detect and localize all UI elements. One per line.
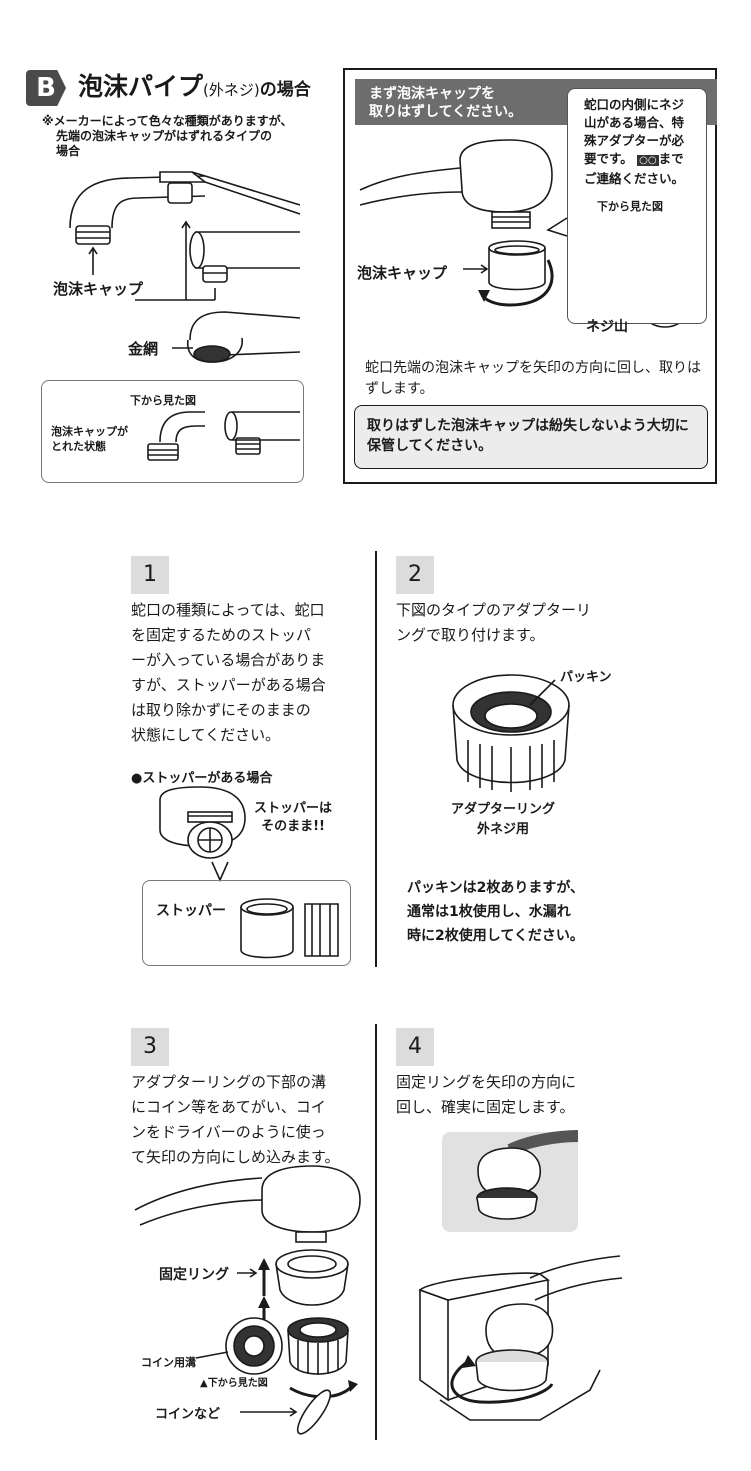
- panel-header-line: まず泡沫キャップを: [369, 86, 495, 102]
- stopper-subhead: ●ストッパーがある場合: [131, 771, 273, 786]
- company-tag: ○○: [637, 155, 659, 166]
- panel-cap-label: 泡沫キャップ: [357, 264, 448, 282]
- step-1-text: 蛇口の種類によっては、蛇口 を固定するためのストッパ ーが入っている場合がありま…: [131, 601, 326, 744]
- section-title: 泡沫パイプ(外ネジ)の場合: [78, 70, 311, 107]
- adapter-ring-label: アダプターリング 外ネジ用: [450, 802, 555, 837]
- packing-note: パッキンは2枚ありますが、 通常は1枚使用し、水漏れ 時に2枚使用してください。: [407, 880, 585, 944]
- callout-line: 殊アダプターが必: [584, 133, 685, 148]
- divider-top: [375, 551, 377, 967]
- bottom-view-box: [41, 380, 304, 483]
- note-line: 場合: [56, 144, 81, 158]
- bottom-view-title: 下から見た図: [130, 394, 196, 407]
- removed-state-label: 泡沫キャップが とれた状態: [51, 424, 128, 454]
- step-2-number: 2: [396, 556, 434, 594]
- step-4-number: 4: [396, 1028, 434, 1066]
- section-badge: B: [26, 70, 66, 106]
- coin-slot-label: コイン用溝: [141, 1356, 196, 1369]
- callout-line: 要です。 ○○まで: [584, 151, 684, 166]
- callout-line: 山がある場合、特: [584, 115, 685, 130]
- section-title-tail: の場合: [259, 80, 311, 100]
- bottom-view-label: ▲下から見た図: [200, 1378, 268, 1389]
- note-line: 先端の泡沫キャップがはずれるタイプの: [56, 129, 273, 143]
- cap-label: 泡沫キャップ: [53, 280, 144, 298]
- callout-line: ご連絡ください。: [584, 171, 685, 186]
- step-2-text: 下図のタイプのアダプターリ ングで取り付けます。: [396, 601, 592, 644]
- section-note: ※メーカーによって色々な種類がありますが、 先端の泡沫キャップがはずれるタイプの…: [42, 114, 332, 159]
- thread-label: ネジ山: [586, 319, 628, 335]
- callout-subtitle: 下から見た図: [597, 200, 663, 213]
- fixing-ring-label: 固定リング: [159, 1267, 229, 1283]
- stopper-box: [142, 880, 351, 966]
- step-3-number: 3: [131, 1028, 169, 1066]
- section-title-main: 泡沫パイプ: [78, 72, 204, 101]
- step-3-text: アダプターリングの下部の溝 にコイン等をあてがい、コイ ンをドライバーのように使…: [131, 1073, 340, 1166]
- stopper-label: ストッパー: [156, 903, 226, 919]
- note-line: ※メーカーによって色々な種類がありますが、: [42, 114, 293, 128]
- removed-state-line: とれた状態: [51, 440, 106, 453]
- divider-bottom: [375, 1024, 377, 1440]
- coin-label: コインなど: [155, 1407, 221, 1422]
- removal-panel: [343, 68, 717, 484]
- removed-state-line: 泡沫キャップが: [51, 425, 128, 438]
- callout-line: 蛇口の内側にネジ: [584, 97, 685, 112]
- section-title-paren: (外ネジ): [203, 81, 260, 99]
- mesh-label: 金網: [128, 340, 159, 358]
- adapter-callout: [567, 88, 707, 324]
- panel-warning: 取りはずした泡沫キャップは紛失しないよう大切に保管してください。: [354, 405, 708, 469]
- callout-text: 蛇口の内側にネジ 山がある場合、特 殊アダプターが必 要です。 ○○まで ご連絡…: [584, 96, 704, 188]
- step-4-text: 固定リングを矢印の方向に 回し、確実に固定します。: [396, 1073, 577, 1116]
- panel-header-line: 取りはずしてください。: [369, 104, 523, 120]
- panel-instruction: 蛇口先端の泡沫キャップを矢印の方向に回し、取りはずします。: [365, 360, 701, 397]
- packing-label: パッキン: [560, 670, 612, 685]
- step-1-number: 1: [131, 556, 169, 594]
- stopper-note: ストッパーは そのまま!!: [254, 801, 333, 834]
